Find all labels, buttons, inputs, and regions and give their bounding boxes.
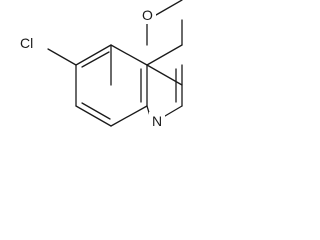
substituent-bonds — [47, 0, 183, 66]
atom-labels: Cl O N — [18, 6, 165, 130]
bond-c6-cl — [47, 48, 77, 66]
bond-c4a-c4 — [146, 44, 183, 66]
bond-o-methyl — [155, 0, 183, 16]
nitrogen-atom-label: N — [152, 113, 162, 129]
bond-c4-c3-upper — [146, 64, 183, 86]
benzene-ring-bonds — [75, 44, 148, 127]
n-label-background — [149, 112, 165, 130]
bond-c5-c6 — [75, 44, 112, 66]
bond-c8-c8a — [110, 105, 148, 127]
bond-c2-n1 — [164, 105, 183, 117]
cl-label-background — [18, 34, 46, 52]
double-bond-c5-c6-inner — [81, 51, 110, 68]
bond-c7-c8 — [75, 105, 112, 127]
bond-c4a-c5-edge — [110, 44, 148, 66]
quinoline-structure-drawing: Cl O N — [18, 0, 183, 130]
oxygen-atom-label: O — [142, 7, 153, 23]
double-bond-c7-c8-inner — [81, 102, 111, 120]
chlorine-atom-label: Cl — [20, 35, 33, 51]
pyridine-ring-bonds — [146, 19, 183, 117]
o-label-background — [140, 6, 156, 24]
structure-canvas: Cl O N — [0, 0, 192, 152]
